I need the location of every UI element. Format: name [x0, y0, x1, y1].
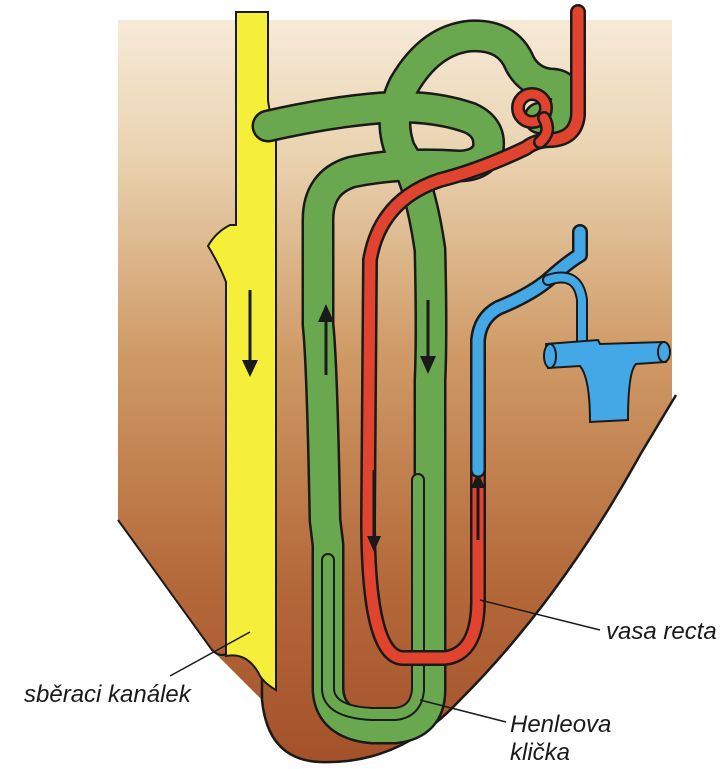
loop-of-henle-label-line2: klička: [510, 739, 570, 767]
vein-opening-right: [658, 342, 670, 362]
vasa-recta-label: vasa recta: [606, 618, 717, 646]
vein-opening-left: [544, 344, 556, 368]
loop-of-henle-label-line1: Henleova: [510, 711, 611, 739]
collecting-duct-label: sběraci kanálek: [24, 681, 191, 709]
